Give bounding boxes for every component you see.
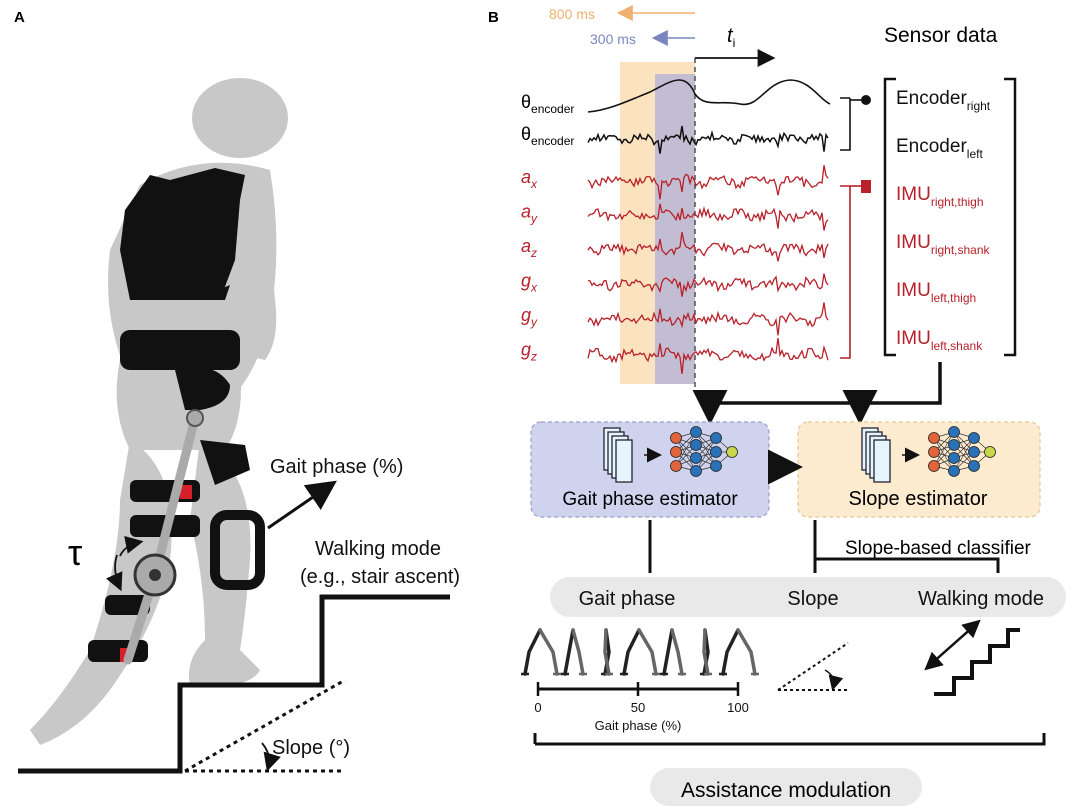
encoder-trace-right [587, 79, 831, 113]
imu-trace [587, 302, 829, 336]
encoder-bracket [840, 97, 851, 151]
torque-indicator: τ [68, 532, 144, 592]
encoder-trace-left [587, 125, 829, 154]
imu-signal-label: ax [521, 167, 538, 191]
imu-signal-label: ay [521, 202, 538, 226]
gait-axis-label: Gait phase (%) [595, 718, 682, 733]
flow-to-gait [692, 362, 942, 425]
imu-signal-label: gx [521, 271, 538, 295]
gait-axis-tick-label-50: 50 [631, 700, 645, 715]
window-300ms [655, 74, 695, 384]
sensor-bracket-right [1004, 77, 1017, 357]
gait-phase-arrow [267, 480, 337, 530]
imu-signal-labels: ax ay az gx gy gz [521, 167, 538, 364]
output-walking-mode: Walking mode [918, 588, 1044, 610]
output-slope: Slope [787, 588, 838, 610]
output-gait-phase: Gait phase [579, 588, 676, 610]
window-short-label: 300 ms [590, 31, 636, 47]
stairs [18, 594, 450, 774]
gait-axis-tick-label-100: 100 [727, 700, 749, 715]
output-pill [550, 577, 1066, 617]
assistance-bracket [533, 733, 1046, 746]
sensor-data-title: Sensor data [884, 24, 998, 47]
gait-phase-label: Gait phase (%) [270, 456, 403, 478]
imu-connector-marker [861, 180, 871, 193]
walking-figure [719, 628, 759, 676]
imu-trace [587, 232, 829, 262]
slope-angle-arrow [261, 742, 281, 772]
gait-phase-estimator-label: Gait phase estimator [562, 489, 738, 510]
imu-trace [587, 273, 829, 297]
assistance-pill [650, 768, 922, 806]
imu-signal-label: gy [521, 305, 538, 329]
sensor-bracket-left [883, 77, 896, 357]
panel-a-label: A [14, 9, 25, 26]
encoder-label-1: θencoder [521, 92, 574, 116]
walking-figure [700, 628, 712, 676]
gait-axis-tick-label-0: 0 [534, 700, 541, 715]
imu-signal-label: gz [521, 340, 537, 364]
stair-icon [924, 619, 1020, 696]
imu-trace [587, 165, 829, 200]
gait-cycle-figures [521, 628, 759, 676]
imu-bracket [840, 185, 851, 359]
assistance-label: Assistance modulation [681, 779, 891, 802]
neural-net-icon-gait [603, 426, 738, 483]
walking-figure [620, 628, 660, 676]
sensor-item: IMUleft,shank [896, 328, 983, 353]
sensor-item: Encoderright [896, 88, 991, 113]
walking-mode-label: Walking mode [315, 538, 441, 560]
walking-figure [601, 628, 613, 676]
encoder-connector-dot [861, 95, 871, 105]
time-symbol: ti [727, 25, 735, 50]
slope-estimator-label: Slope estimator [849, 488, 988, 510]
imu-trace [587, 203, 829, 231]
walking-mode-example: (e.g., stair ascent) [300, 566, 460, 588]
panel-b-label: B [488, 9, 499, 26]
sensor-item: IMUleft,thigh [896, 280, 976, 305]
exoskeleton [88, 330, 265, 665]
sensor-list: EncoderrightEncoderleftIMUright,thighIMU… [896, 88, 991, 353]
window-long-label: 800 ms [549, 6, 595, 22]
vest [120, 168, 245, 300]
sensor-item: IMUright,shank [896, 232, 991, 257]
walking-figure [660, 628, 686, 676]
imu-trace [587, 338, 829, 374]
sensor-item: Encoderleft [896, 136, 983, 161]
signal-traces [587, 125, 829, 374]
walking-figure [561, 628, 587, 676]
sensor-item: IMUright,thigh [896, 184, 984, 209]
imu-signal-label: az [521, 236, 537, 260]
encoder-label-2: θencoder [521, 124, 574, 148]
slope-incline [184, 678, 346, 773]
classifier-line [815, 557, 1000, 573]
slope-label: Slope (°) [272, 737, 350, 759]
slope-classifier-label: Slope-based classifier [845, 538, 1032, 559]
walking-figure [521, 628, 561, 676]
tau-symbol: τ [68, 532, 82, 573]
neural-net-icon-slope [861, 426, 996, 483]
slope-icon [777, 642, 849, 691]
